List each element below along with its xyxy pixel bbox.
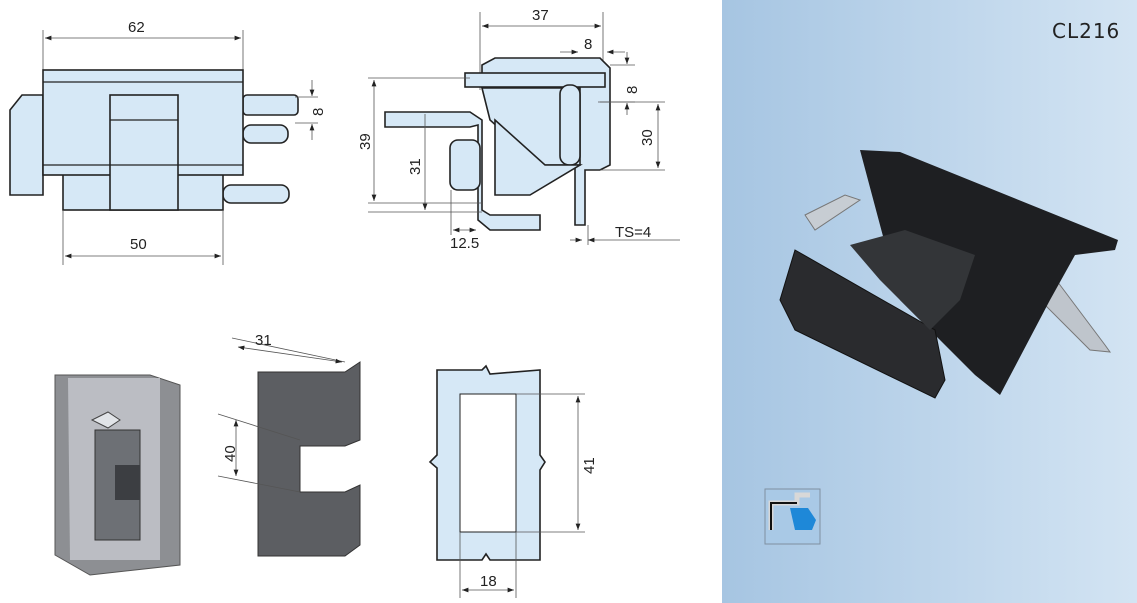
dim-cutout-width: 31 xyxy=(255,332,272,349)
product-panel: CL216 xyxy=(722,0,1137,603)
dim-width-top: 62 xyxy=(128,19,145,36)
model-code: CL216 xyxy=(1052,19,1120,43)
cutout-view: 31 40 xyxy=(217,332,361,557)
dim-height-left: 39 xyxy=(357,133,374,150)
dim-thickness: TS=4 xyxy=(615,224,651,241)
product-photo xyxy=(779,150,1118,399)
dim-depth: 37 xyxy=(532,7,549,24)
dim-pin-height: 8 xyxy=(310,108,327,116)
mounting-icon xyxy=(764,488,821,545)
front-view: 62 8 50 xyxy=(9,19,327,265)
dim-height-inner: 31 xyxy=(407,158,424,175)
mounted-3d-view xyxy=(54,374,181,576)
dim-offset-top: 8 xyxy=(584,36,592,53)
dim-cutout-height: 40 xyxy=(222,445,239,462)
dim-frame-width: 18 xyxy=(480,573,497,590)
frame-view: 41 18 xyxy=(428,364,598,598)
side-view: 37 8 8 30 39 31 12.5 TS=4 xyxy=(357,7,680,252)
dim-frame-height: 41 xyxy=(581,457,598,474)
dim-height-right: 30 xyxy=(639,129,656,146)
dim-width-bottom: 50 xyxy=(130,236,147,253)
dim-offset-right: 8 xyxy=(624,86,641,94)
dim-flange: 12.5 xyxy=(450,235,479,252)
